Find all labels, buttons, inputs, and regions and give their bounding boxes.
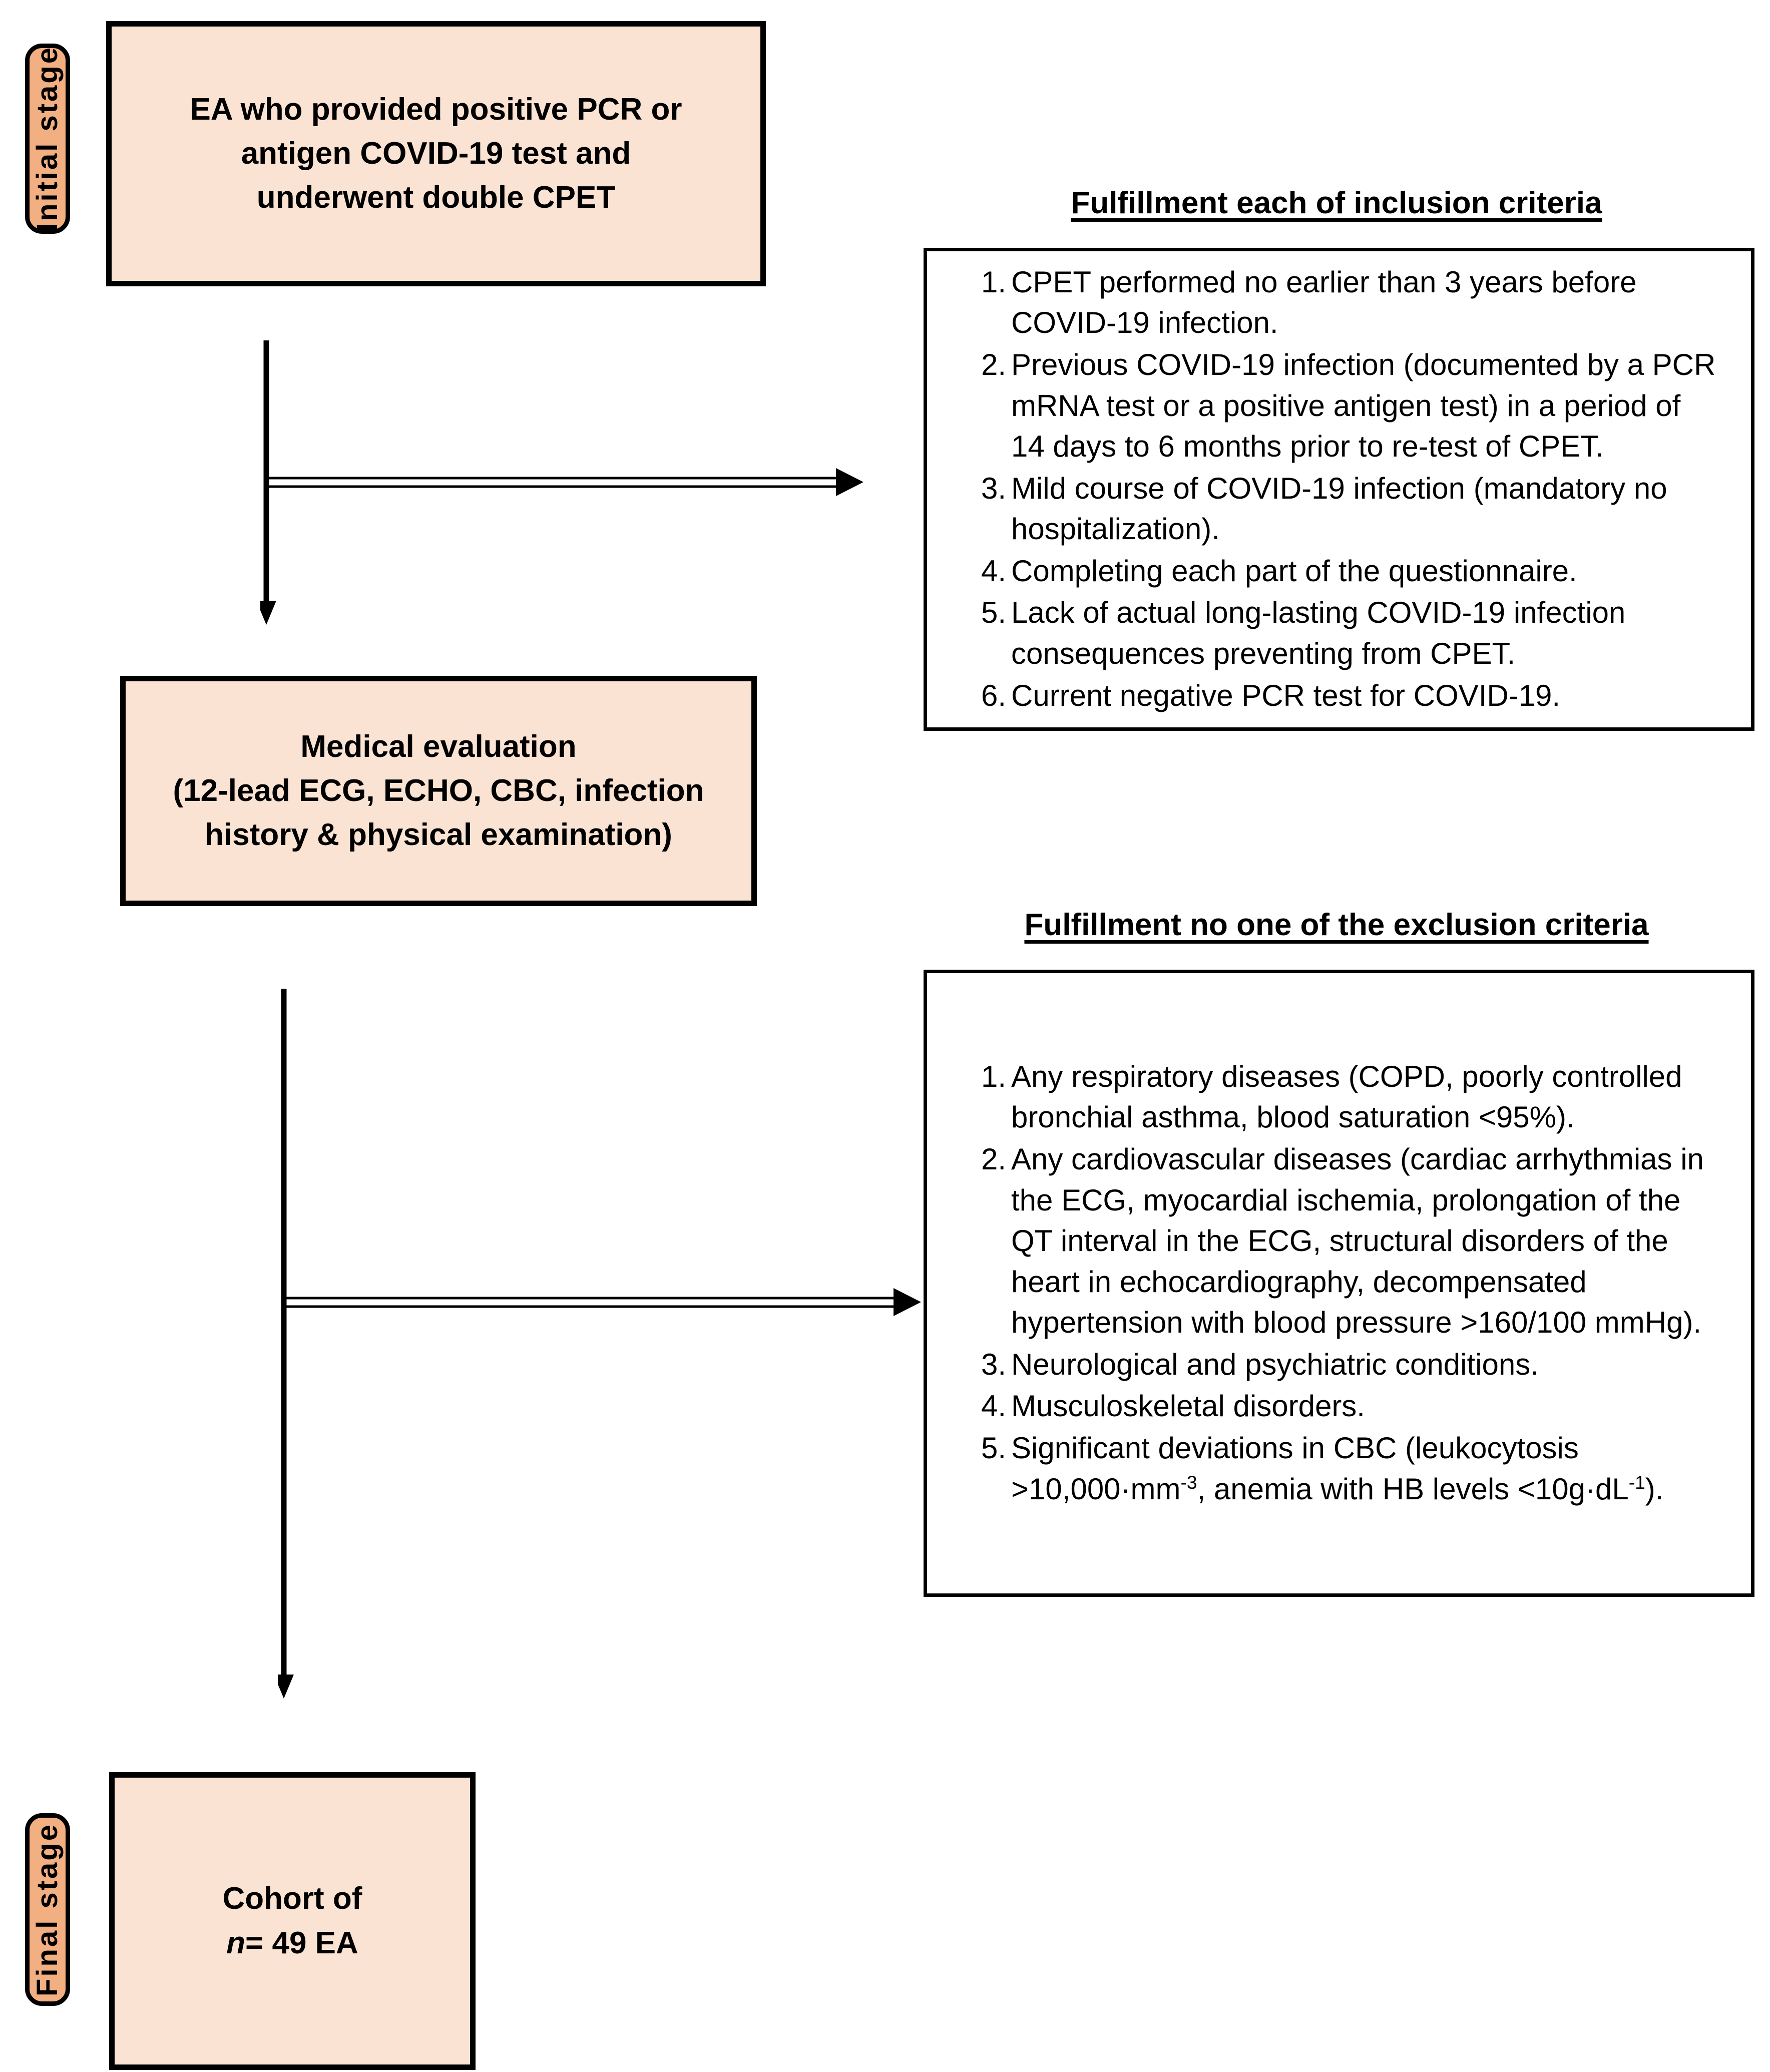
inclusion-item-6-number: 6. [981,678,1006,712]
process-box-medical-evaluation-text: Medical evaluation (12-lead ECG, ECHO, C… [158,725,719,857]
exclusion-item-5-part2: , anemia with HB levels <10g·dL [1197,1472,1629,1506]
box3-line-2: n= 49 EA [223,1921,362,1965]
inclusion-item-1-number: 1. [981,265,1006,299]
exclusion-item-1-text: Any respiratory diseases (COPD, poorly c… [1011,1059,1682,1134]
inclusion-item-4-text: Completing each part of the questionnair… [1011,554,1577,588]
exclusion-item-5-part3: ). [1645,1472,1664,1506]
exclusion-item-3-text: Neurological and psychiatric conditions. [1011,1347,1539,1381]
exclusion-criteria-heading-text: Fulfillment no one of the exclusion crit… [1024,908,1649,942]
inclusion-item-3-number: 3. [981,471,1006,505]
exclusion-criteria-list: 1. Any respiratory diseases (COPD, poorl… [927,1056,1751,1511]
exclusion-item-5-number: 5. [981,1431,1006,1465]
inclusion-item-6-text: Current negative PCR test for COVID-19. [1011,678,1561,712]
list-item: 4. Completing each part of the questionn… [975,551,1716,592]
box3-sample-size-symbol: n [226,1925,246,1960]
exclusion-item-4-text: Musculoskeletal disorders. [1011,1389,1365,1423]
list-item: 5. Lack of actual long-lasting COVID-19 … [975,592,1716,674]
inclusion-item-1-text: CPET performed no earlier than 3 years b… [1011,265,1637,340]
list-item: 1. Any respiratory diseases (COPD, poorl… [975,1056,1716,1138]
inclusion-item-4-number: 4. [981,554,1006,588]
connector-inclusion [260,340,871,626]
list-item: 2. Previous COVID-19 infection (document… [975,344,1716,467]
exclusion-item-2-text: Any cardiovascular diseases (cardiac arr… [1011,1142,1704,1340]
inclusion-item-5-number: 5. [981,596,1006,630]
box3-sample-size-value: = 49 EA [245,1925,358,1960]
box1-line-1: EA who provided positive PCR or [190,92,682,127]
inclusion-criteria-heading-text: Fulfillment each of inclusion criteria [1071,186,1602,220]
box1-line-3: underwent double CPET [256,180,616,215]
list-item: 6. Current negative PCR test for COVID-1… [975,675,1716,716]
exclusion-item-3-number: 3. [981,1347,1006,1381]
box2-line-1: Medical evaluation [300,729,577,764]
process-box-final-cohort: Cohort of n= 49 EA [109,1772,476,2070]
exclusion-item-4-number: 4. [981,1389,1006,1423]
connector-exclusion-svg [278,989,921,1699]
inclusion-criteria-list: 1. CPET performed no earlier than 3 year… [927,262,1751,717]
inclusion-criteria-box: 1. CPET performed no earlier than 3 year… [924,248,1754,731]
inclusion-item-3-text: Mild course of COVID-19 infection (manda… [1011,471,1667,546]
process-box-initial-cohort: EA who provided positive PCR or antigen … [106,21,766,286]
stage-tab-final: Final stage [25,1813,70,2006]
box3-line-1: Cohort of [222,1881,362,1916]
inclusion-item-5-text: Lack of actual long-lasting COVID-19 inf… [1011,596,1626,671]
exclusion-criteria-box: 1. Any respiratory diseases (COPD, poorl… [924,970,1754,1597]
inclusion-item-2-number: 2. [981,347,1006,381]
process-box-initial-cohort-text: EA who provided positive PCR or antigen … [175,88,697,220]
connector-inclusion-svg [260,340,863,625]
box1-line-2: antigen COVID-19 test and [241,136,631,171]
exclusion-item-1-number: 1. [981,1059,1006,1093]
inclusion-item-2-text: Previous COVID-19 infection (documented … [1011,347,1716,464]
inclusion-criteria-heading: Fulfillment each of inclusion criteria [924,185,1749,221]
exclusion-item-2-number: 2. [981,1142,1006,1176]
list-item: 2. Any cardiovascular diseases (cardiac … [975,1139,1716,1343]
list-item: 5. Significant deviations in CBC (leukoc… [975,1428,1716,1509]
exclusion-item-5-text: Significant deviations in CBC (leukocyto… [1011,1431,1663,1506]
process-box-medical-evaluation: Medical evaluation (12-lead ECG, ECHO, C… [120,676,757,906]
exclusion-item-5-sup2: -1 [1628,1471,1645,1493]
list-item: 4. Musculoskeletal disorders. [975,1386,1716,1427]
stage-tab-initial: Initial stage [25,44,70,234]
list-item: 3. Mild course of COVID-19 infection (ma… [975,468,1716,550]
box2-line-2: (12-lead ECG, ECHO, CBC, infection [173,773,704,808]
process-box-final-cohort-text: Cohort of n= 49 EA [208,1877,377,1965]
exclusion-item-5-sup1: -3 [1180,1471,1197,1493]
exclusion-criteria-heading: Fulfillment no one of the exclusion crit… [924,907,1749,943]
connector-exclusion [278,989,929,1700]
stage-tab-final-label: Final stage [31,1823,64,1996]
list-item: 1. CPET performed no earlier than 3 year… [975,262,1716,343]
box2-line-3: history & physical examination) [205,817,672,853]
exclusion-item-5-part1: Significant deviations in CBC (leukocyto… [1011,1431,1579,1506]
list-item: 3. Neurological and psychiatric conditio… [975,1344,1716,1385]
stage-tab-initial-label: Initial stage [31,46,64,232]
